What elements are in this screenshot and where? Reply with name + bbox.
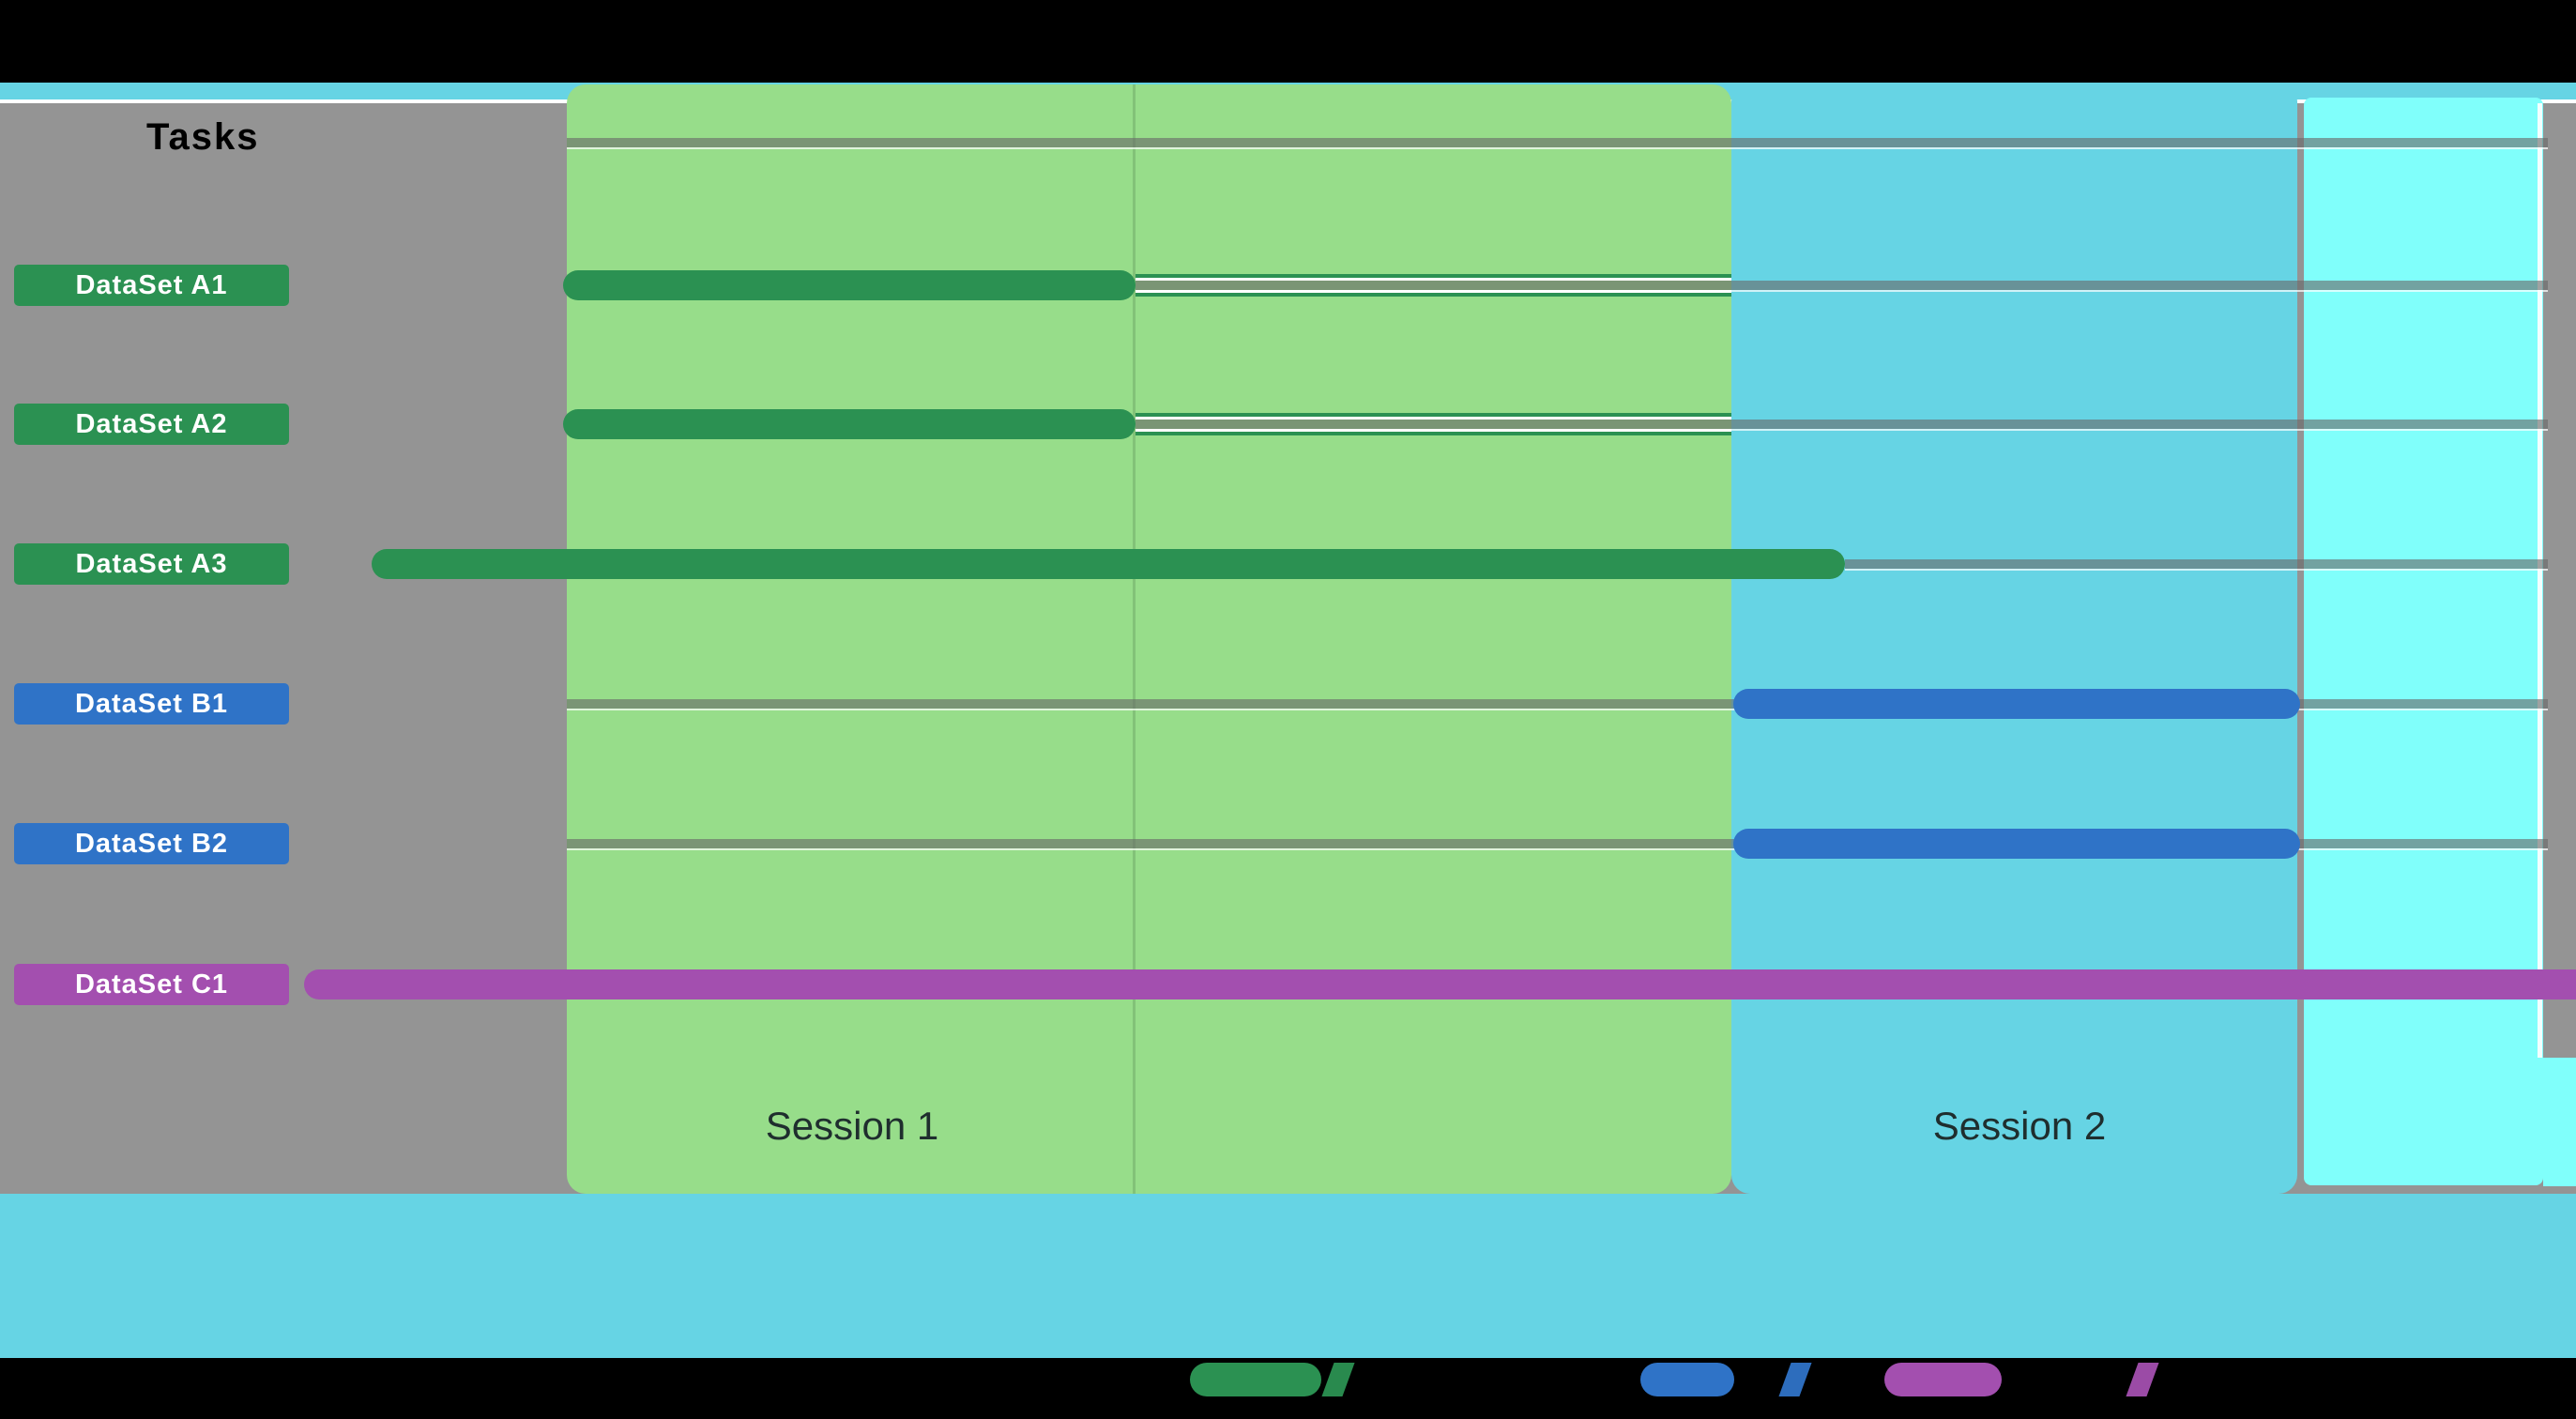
- row-gridline: [1136, 281, 2548, 290]
- legend-pill-purple: [1884, 1363, 2002, 1396]
- row-label-badge: DataSet B1: [14, 683, 289, 725]
- legend-text-fragment: [2126, 1363, 2159, 1396]
- post-session-region-foot: [2543, 1058, 2576, 1186]
- row-gridline: [1845, 559, 2548, 569]
- row-gridline: [567, 138, 2548, 147]
- task-bar: [1733, 829, 2300, 859]
- session1-region: [567, 84, 1731, 1194]
- legend-text-fragment: [1778, 1363, 1812, 1396]
- task-bar: [372, 549, 1845, 579]
- bar-extension-track: [1136, 274, 1731, 297]
- session2-region: [1731, 83, 2297, 1194]
- row-label-badge: DataSet A2: [14, 404, 289, 445]
- chart-title: Tasks: [146, 116, 260, 158]
- row-gridline: [1136, 420, 2548, 429]
- task-bar: [1733, 689, 2300, 719]
- task-bar: [563, 270, 1136, 300]
- session1-label: Session 1: [765, 1104, 939, 1148]
- legend-text-fragment: [1321, 1363, 1355, 1396]
- legend-pill-green: [1190, 1363, 1321, 1396]
- row-gridline: [567, 839, 2548, 848]
- row-label-badge: DataSet A1: [14, 265, 289, 306]
- task-bar: [563, 409, 1136, 439]
- legend-pill-blue: [1640, 1363, 1734, 1396]
- right-white-line: [2538, 103, 2542, 1058]
- session2-label: Session 2: [1932, 1104, 2107, 1148]
- bottom-cyan-band: [0, 1194, 2576, 1358]
- row-label-badge: DataSet C1: [14, 964, 289, 1005]
- row-label-badge: DataSet A3: [14, 543, 289, 585]
- row-gridline: [567, 699, 2548, 709]
- task-bar: [304, 969, 2576, 999]
- session1-divider-line: [1133, 84, 1136, 1194]
- row-label-badge: DataSet B2: [14, 823, 289, 864]
- post-session-region: [2304, 98, 2543, 1185]
- bar-extension-track: [1136, 413, 1731, 435]
